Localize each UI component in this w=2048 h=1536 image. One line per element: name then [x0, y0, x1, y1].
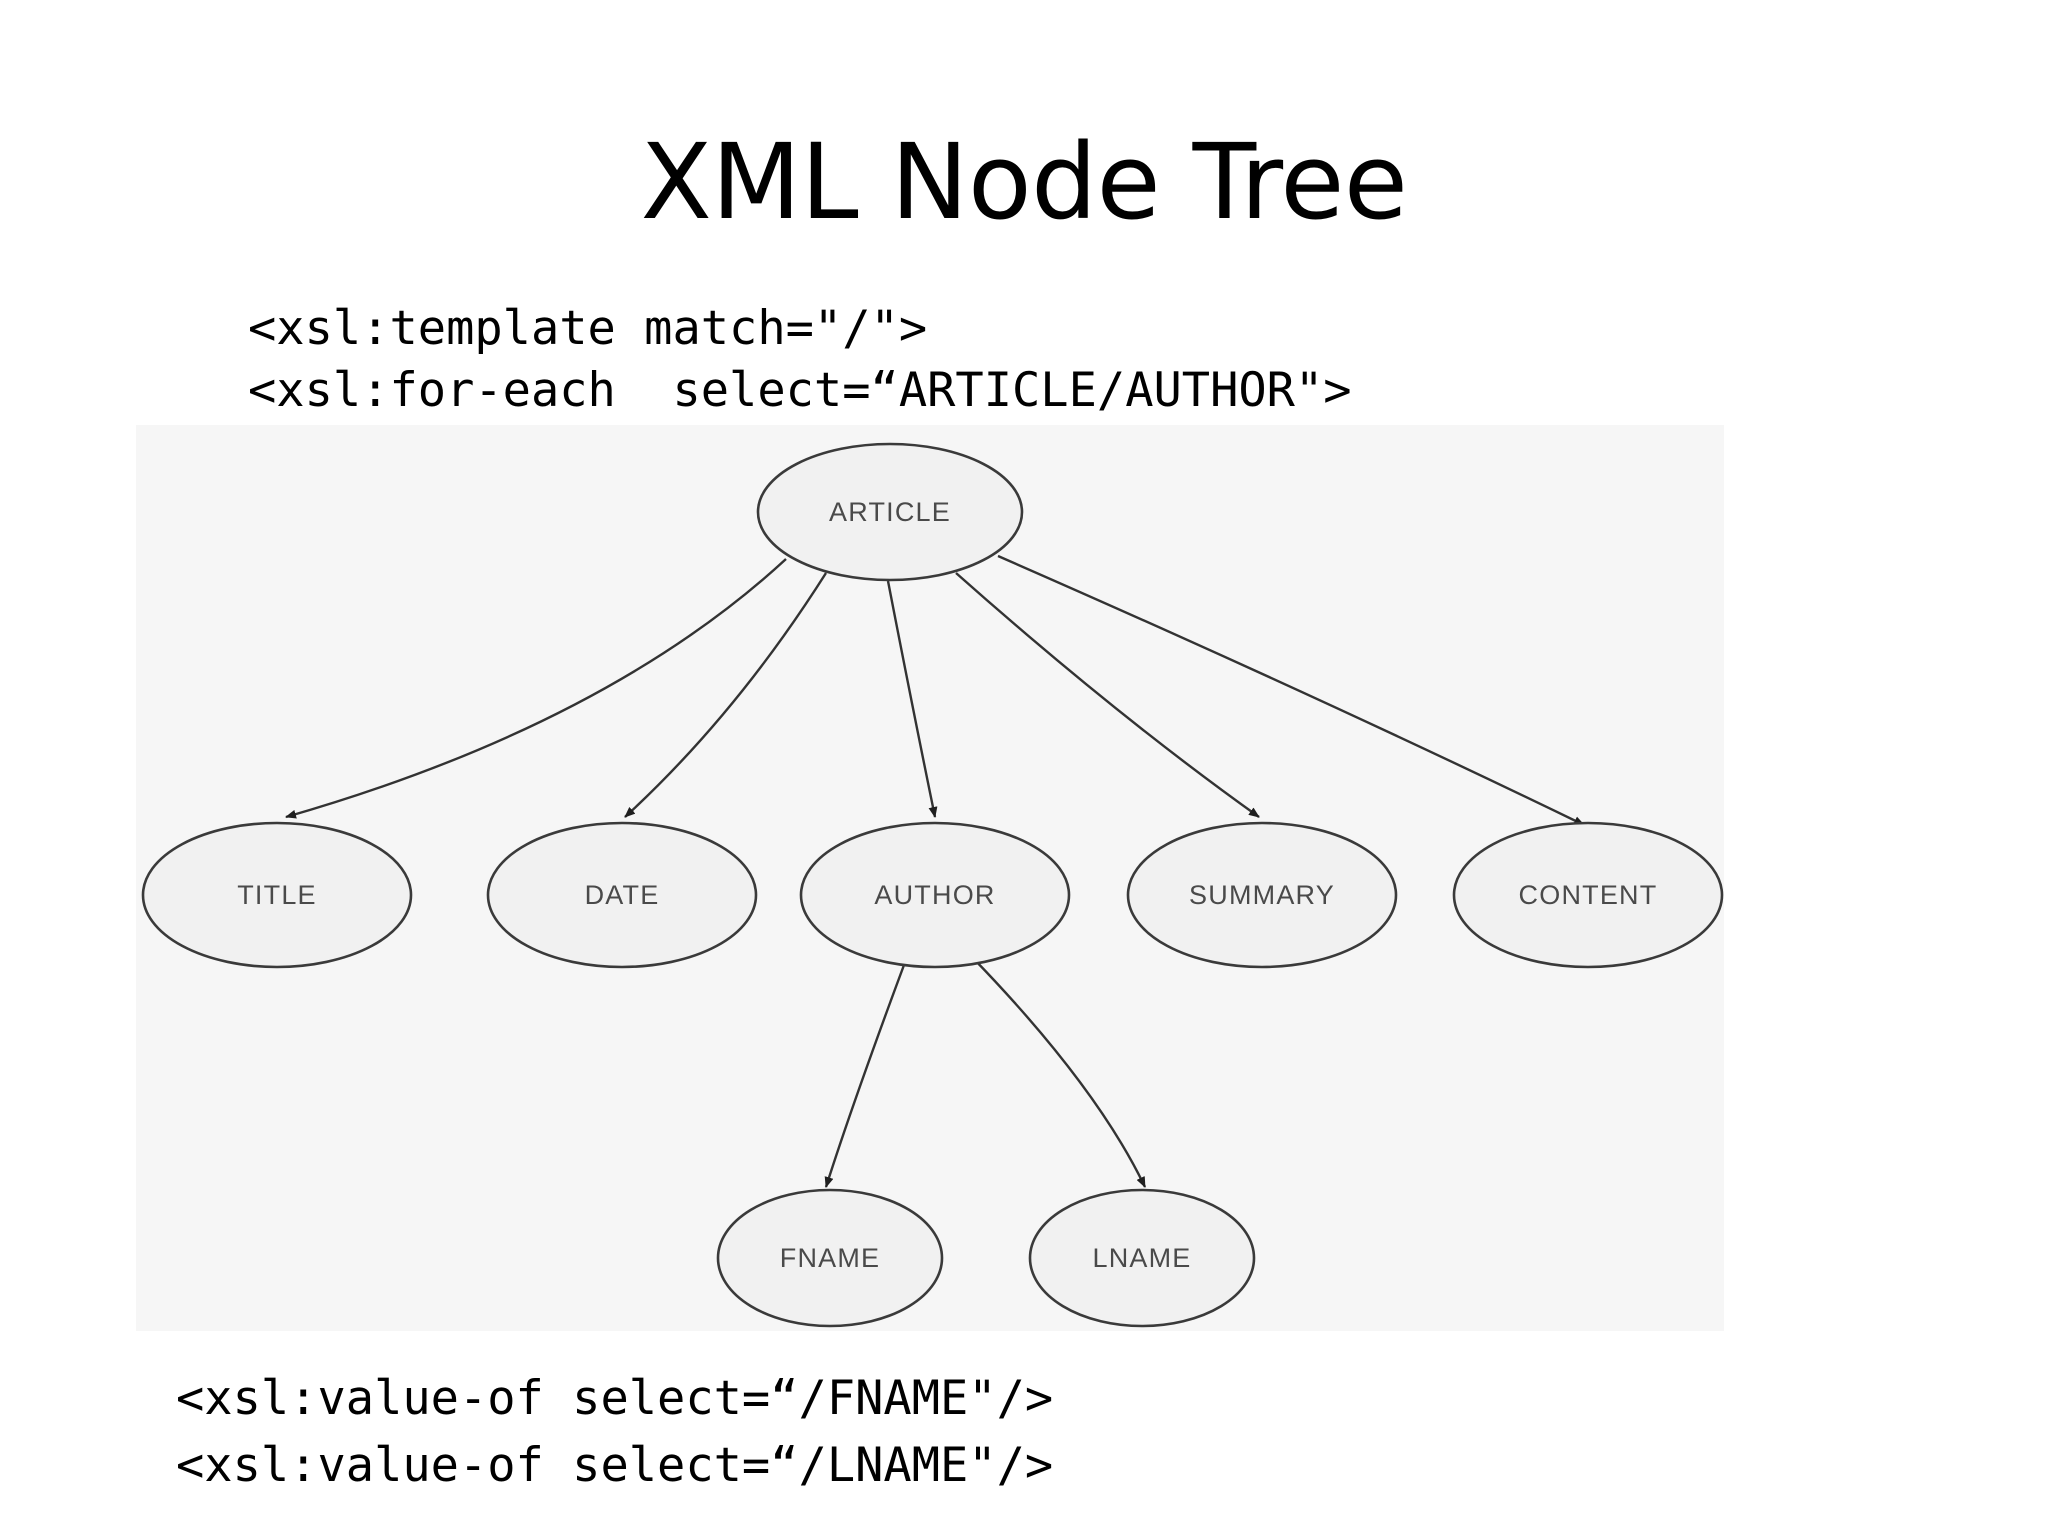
node-title[interactable]: TITLE — [141, 821, 413, 969]
node-summary[interactable]: SUMMARY — [1126, 821, 1398, 969]
tree-edges — [285, 554, 1585, 1188]
node-shape-author — [799, 821, 1071, 969]
code-line-for-each-select: <xsl:for-each select=“ARTICLE/AUTHOR"> — [248, 363, 1352, 418]
xml-node-tree-diagram: ARTICLE TITLE DATE AUTHOR SUMMARY — [136, 425, 1724, 1331]
page-title: XML Node Tree — [640, 121, 1408, 243]
node-label-lname: LNAME — [1092, 1243, 1191, 1273]
node-label-content: CONTENT — [1519, 880, 1658, 910]
node-article[interactable]: ARTICLE — [756, 442, 1024, 582]
node-lname[interactable]: LNAME — [1028, 1188, 1256, 1328]
node-label-fname: FNAME — [780, 1243, 881, 1273]
code-line-value-of-fname: <xsl:value-of select=“/FNAME"/> — [176, 1371, 1054, 1426]
edge-article-author — [886, 580, 938, 818]
edge-article-date — [624, 572, 828, 818]
edge-article-summary — [955, 572, 1260, 818]
node-shape-content — [1452, 821, 1724, 969]
edge-author-fname — [824, 964, 906, 1188]
node-shape-lname — [1028, 1188, 1256, 1328]
node-label-title: TITLE — [237, 880, 317, 910]
node-shape-article — [756, 442, 1024, 582]
node-label-article: ARTICLE — [829, 497, 951, 527]
edge-article-title — [285, 558, 787, 819]
tree-nodes: ARTICLE TITLE DATE AUTHOR SUMMARY — [141, 442, 1724, 1328]
node-label-author: AUTHOR — [874, 880, 995, 910]
code-line-template-match: <xsl:template match="/"> — [248, 301, 928, 356]
edge-author-lname — [971, 956, 1147, 1188]
tree-graphic: ARTICLE TITLE DATE AUTHOR SUMMARY — [141, 442, 1724, 1328]
node-shape-summary — [1126, 821, 1398, 969]
node-label-date: DATE — [585, 880, 660, 910]
node-content[interactable]: CONTENT — [1452, 821, 1724, 969]
node-author[interactable]: AUTHOR — [799, 821, 1071, 969]
node-shape-title — [141, 821, 413, 969]
node-fname[interactable]: FNAME — [716, 1188, 944, 1328]
node-date[interactable]: DATE — [486, 821, 758, 969]
edge-article-content — [997, 554, 1585, 827]
code-line-value-of-lname: <xsl:value-of select=“/LNAME"/> — [176, 1438, 1054, 1493]
node-shape-fname — [716, 1188, 944, 1328]
node-label-summary: SUMMARY — [1189, 880, 1335, 910]
node-shape-date — [486, 821, 758, 969]
